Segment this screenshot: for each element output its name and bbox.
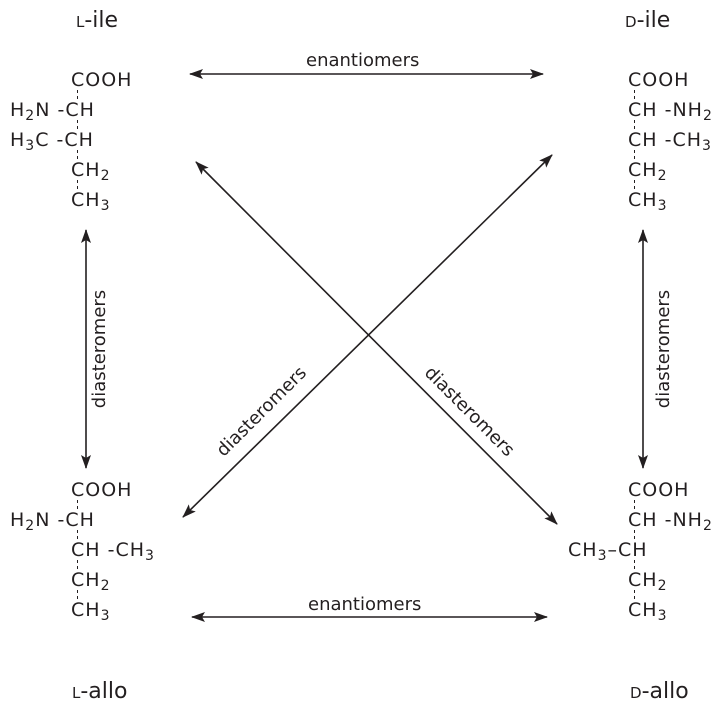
- arrow-diag-down: [195, 161, 558, 525]
- l-allo-row-4: CH2: [71, 569, 111, 594]
- relation-right-label: diasteromers: [653, 289, 674, 409]
- label-l-allo: L-allo: [72, 679, 128, 704]
- l-ile-row-3: H3C -CH: [10, 129, 94, 154]
- label-d-allo: D-allo: [630, 679, 689, 704]
- relation-bottom-label: enantiomers: [308, 594, 422, 615]
- arrow-diag-up: [182, 154, 553, 518]
- l-allo-row-3: CH -CH3: [71, 539, 155, 564]
- relation-left-label: diasteromers: [89, 289, 110, 409]
- d-ile-row-2: CH -NH2: [628, 99, 713, 124]
- d-ile-row-3: CH -CH3: [628, 129, 712, 154]
- d-ile-row-5: CH3: [628, 189, 668, 214]
- d-allo-row-5: CH3: [628, 599, 668, 624]
- l-allo-row-2: H2N -CH: [10, 509, 95, 534]
- l-allo-row-5: CH3: [71, 599, 111, 624]
- l-ile-row-4: CH2: [71, 159, 111, 184]
- d-allo-row-2: CH -NH2: [628, 509, 713, 534]
- d-allo-row-3: CH3–CH: [568, 539, 648, 564]
- d-allo-row-4: CH2: [628, 569, 668, 594]
- l-ile-row-2: H2N -CH: [10, 99, 95, 124]
- label-d-ile: D-ile: [625, 8, 671, 33]
- l-ile-row-5: CH3: [71, 189, 111, 214]
- relation-top-label: enantiomers: [306, 50, 420, 71]
- l-ile-row-cooh: COOH: [71, 69, 133, 91]
- d-ile-row-4: CH2: [628, 159, 668, 184]
- l-allo-row-cooh: COOH: [71, 479, 133, 501]
- label-l-ile: L-ile: [76, 8, 119, 33]
- d-allo-row-cooh: COOH: [628, 479, 690, 501]
- d-ile-row-cooh: COOH: [628, 69, 690, 91]
